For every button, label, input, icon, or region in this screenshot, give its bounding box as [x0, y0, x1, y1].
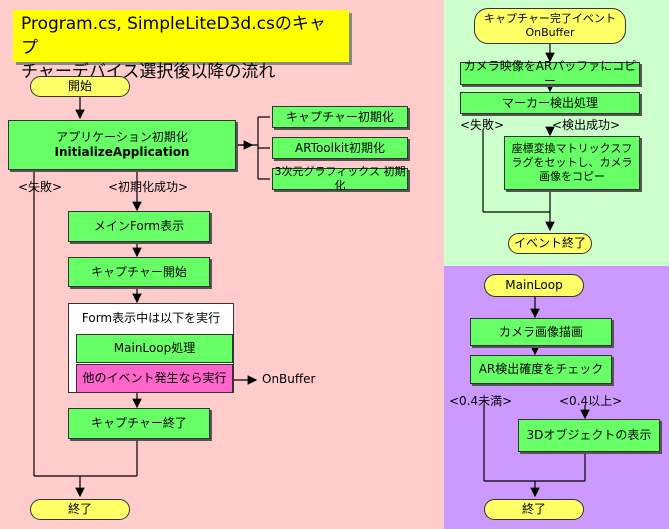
- diagram-title: Program.cs, SimpleLiteD3d.csのキャプ チャーデバイス…: [13, 10, 349, 82]
- capture-init-box: キャプチャー初期化: [272, 106, 408, 128]
- mainloop-process-box: MainLoop処理: [76, 334, 233, 363]
- artoolkit-init-box: ARToolkit初期化: [272, 137, 408, 159]
- loop-header: Form表示中は以下を実行: [81, 311, 221, 325]
- title-line-1: Program.cs, SimpleLiteD3d.csのキャプ: [21, 14, 326, 58]
- check-ar-confidence-box: AR検出確度をチェック: [470, 355, 612, 384]
- init-app-box: アプリケーション初期化 InitializeApplication: [8, 120, 236, 170]
- marker-detect-box: マーカー検出処理: [460, 92, 640, 114]
- high-confidence-label: <0.4以上>: [559, 394, 623, 408]
- onbuffer-event-label: キャプチャー完了イベント: [484, 11, 616, 25]
- fail-label: <失敗>: [18, 180, 63, 194]
- show-3d-object-box: 3Dオブジェクトの表示: [518, 419, 660, 452]
- onbuffer-flow-panel: [444, 0, 669, 266]
- capture-end-box: キャプチャー終了: [68, 408, 210, 439]
- init-app-function: InitializeApplication: [54, 145, 190, 159]
- onbuffer-label: OnBuffer: [262, 372, 316, 386]
- onbuffer-event-name: OnBuffer: [525, 26, 575, 39]
- start-node: 開始: [30, 76, 130, 97]
- graphics-init-box: 3次元グラフィックス 初期化: [272, 165, 408, 192]
- draw-camera-box: カメラ画像描画: [470, 318, 612, 346]
- event-end-node: イベント終了: [508, 233, 592, 254]
- init-app-label: アプリケーション初期化: [56, 130, 188, 144]
- low-confidence-label: <0.4未満>: [449, 394, 513, 408]
- onbuffer-start-node: キャプチャー完了イベント OnBuffer: [474, 8, 626, 44]
- detect-success-label: <検出成功>: [552, 118, 621, 132]
- show-main-form-box: メインForm表示: [68, 211, 210, 242]
- copy-camera-box: カメラ映像をARバッファにコピー: [460, 59, 640, 88]
- detect-fail-label: <失敗>: [460, 118, 505, 132]
- mainloop-flow-panel: [444, 266, 669, 529]
- end-node: 終了: [30, 499, 130, 520]
- mainloop-end-node: 終了: [484, 499, 584, 520]
- capture-start-box: キャプチャー開始: [68, 257, 210, 287]
- mainloop-start-node: MainLoop: [484, 274, 584, 297]
- matrix-flag-box: 座標変換マトリックスフラグをセットし、カメラ画像をコピー: [504, 136, 640, 190]
- init-success-label: <初期化成功>: [108, 180, 189, 194]
- other-event-box: 他のイベント発生なら実行: [76, 364, 233, 393]
